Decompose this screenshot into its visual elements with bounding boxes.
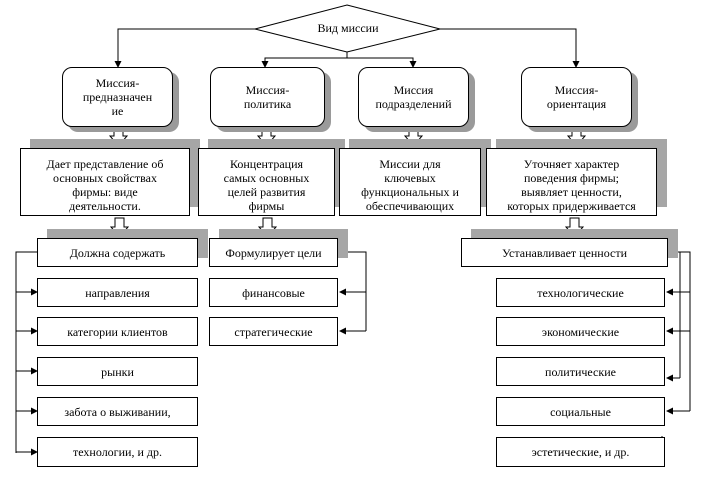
col1-item: направления <box>37 278 198 307</box>
type-label-orientation: Миссия- ориентация <box>546 83 607 111</box>
col2-item-label: стратегические <box>234 324 313 339</box>
bracket-col2 <box>338 251 367 331</box>
col4-header: Устанавливает ценности <box>461 238 668 267</box>
col2-header-label: Формулирует цели <box>225 245 322 260</box>
col2-header: Формулирует цели <box>209 238 338 267</box>
desc-box-orientation: Уточняет характер поведения фирмы; выявл… <box>486 148 657 216</box>
col4-item-label: экономические <box>541 324 620 339</box>
col1-header: Должна содержать <box>37 238 198 267</box>
block-arrows-desc-to-header <box>109 217 585 238</box>
col4-item: политические <box>496 357 665 386</box>
bracket-col2-arrows <box>339 288 366 335</box>
col1-item: технологии, и др. <box>37 437 198 467</box>
desc-label-policy: Концентрация самых основных целей развит… <box>223 157 310 213</box>
bracket-col4-arrows <box>666 288 690 415</box>
type-box-orientation: Миссия- ориентация <box>521 67 632 127</box>
desc-label-divisions: Миссии для ключевых функциональных и обе… <box>361 157 459 213</box>
col1-item-label: категории клиентов <box>67 324 168 339</box>
col4-item-label: технологические <box>537 285 624 300</box>
col1-header-label: Должна содержать <box>69 245 166 260</box>
col4-item: эстетические, и др. <box>496 437 665 467</box>
col4-item: экономические <box>496 317 665 346</box>
col1-item-label: направления <box>85 285 150 300</box>
col1-item: рынки <box>37 357 198 386</box>
desc-box-policy: Концентрация самых основных целей развит… <box>198 148 335 216</box>
col1-item: категории клиентов <box>37 317 198 346</box>
desc-label-purpose: Дает представление об основных свойствах… <box>46 157 164 213</box>
col2-item: стратегические <box>209 317 338 346</box>
col4-item-label: политические <box>545 364 616 379</box>
desc-box-divisions: Миссии для ключевых функциональных и обе… <box>339 148 481 216</box>
col1-item: забота о выживании, <box>37 397 198 426</box>
col2-item: финансовые <box>209 278 338 307</box>
col4-item-label: эстетические, и др. <box>531 445 630 459</box>
col1-item-label: технологии, и др. <box>73 445 162 459</box>
bracket-col1-arrows <box>16 288 38 456</box>
col2-item-label: финансовые <box>242 285 305 300</box>
col1-item-label: рынки <box>101 364 134 379</box>
col4-item-label: социальные <box>550 404 611 419</box>
col4-item: технологические <box>496 278 665 307</box>
desc-box-purpose: Дает представление об основных свойствах… <box>20 148 190 216</box>
connector-root-type1 <box>114 28 255 68</box>
type-label-purpose: Миссия- предназначен ие <box>82 76 153 118</box>
connector-root-type2 <box>261 52 348 68</box>
root-label: Вид миссии <box>317 21 379 35</box>
type-box-divisions: Миссия подразделений <box>358 67 469 127</box>
connector-root-type3 <box>347 57 417 68</box>
col4-item: социальные <box>496 397 665 426</box>
desc-label-orientation: Уточняет характер поведения фирмы; выявл… <box>507 157 636 213</box>
type-label-policy: Миссия- политика <box>243 83 292 111</box>
block-arrows-type-to-desc <box>108 120 587 147</box>
type-box-policy: Миссия- политика <box>210 67 325 127</box>
col1-item-label: забота о выживании, <box>64 404 171 419</box>
type-label-divisions: Миссия подразделений <box>375 83 452 111</box>
bracket-col4-outer <box>669 251 691 411</box>
col4-header-label: Устанавливает ценности <box>501 245 628 260</box>
bracket-col1 <box>15 251 37 453</box>
connector-root-type4 <box>440 28 580 68</box>
type-box-purpose: Миссия- предназначен ие <box>62 67 173 127</box>
